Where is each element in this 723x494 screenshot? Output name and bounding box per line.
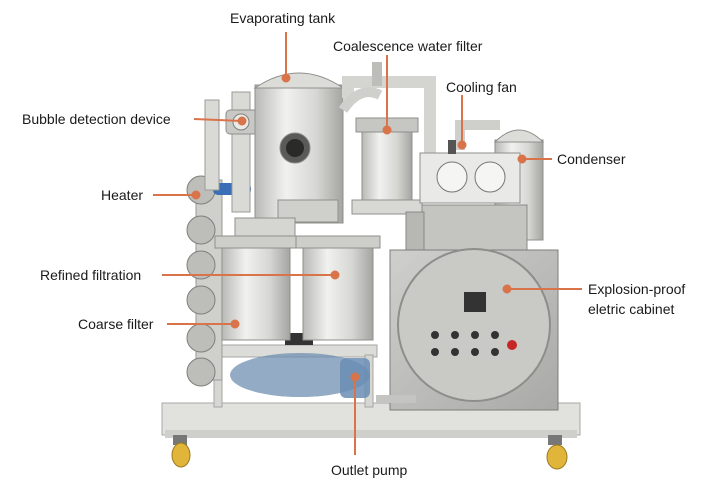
filter-cylinders (214, 217, 381, 341)
label-evaporating-tank: Evaporating tank (230, 10, 336, 26)
label-outlet-pump: Outlet pump (331, 462, 408, 478)
label-explosion-proof-line2: eletric cabinet (588, 301, 675, 317)
label-condenser: Condenser (557, 151, 626, 167)
label-refined-filtration: Refined filtration (40, 267, 142, 283)
label-explosion-proof-line1: Explosion-proof (588, 281, 686, 297)
explosion-proof-cabinet (389, 248, 559, 411)
leader-lines (153, 32, 582, 455)
evaporating-tank (253, 72, 345, 224)
wheel-left (171, 435, 191, 468)
cooling-fan-box (419, 140, 521, 204)
label-cooling-fan: Cooling fan (446, 79, 517, 95)
upper-control-box (405, 204, 528, 256)
cabinet-switches (431, 331, 517, 356)
label-bubble-detection-device: Bubble detection device (22, 111, 171, 127)
coalescence-filter (351, 117, 423, 215)
label-coalescence-water-filter: Coalescence water filter (333, 38, 483, 54)
label-heater: Heater (101, 187, 144, 203)
label-coarse-filter: Coarse filter (78, 316, 154, 332)
top-pipes (338, 62, 436, 160)
wheel-right (546, 435, 568, 470)
